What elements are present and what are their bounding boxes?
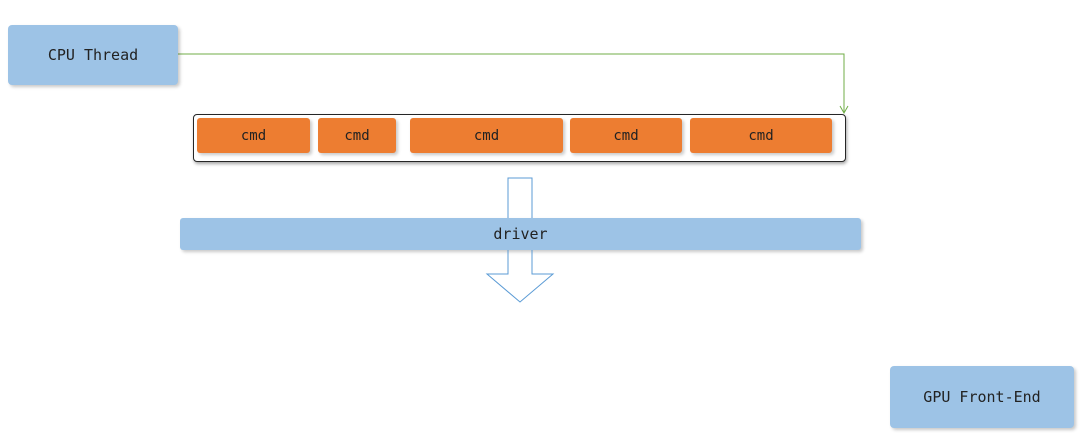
command-label: cmd xyxy=(240,127,267,144)
gpu-front-end-label: GPU Front-End xyxy=(923,388,1041,406)
gpu-front-end-box: GPU Front-End xyxy=(890,366,1074,428)
command-label: cmd xyxy=(613,127,639,144)
command-label: cmd xyxy=(344,127,370,144)
command-block: cmd xyxy=(318,118,396,153)
command-label: cmd xyxy=(473,127,500,144)
driver-bar: driver xyxy=(180,218,861,250)
command-buffer: cmd cmd cmd cmd cmd xyxy=(193,114,846,162)
command-block: cmd xyxy=(197,118,310,153)
cpu-thread-label: CPU Thread xyxy=(47,46,139,64)
cpu-to-queue-connector xyxy=(178,53,845,112)
command-block: cmd xyxy=(690,118,832,153)
command-block: cmd xyxy=(570,118,682,153)
cpu-thread-box: CPU Thread xyxy=(8,25,178,85)
connector-arrowhead xyxy=(839,105,849,115)
driver-label: driver xyxy=(493,225,548,243)
command-block: cmd xyxy=(410,118,563,153)
command-label: cmd xyxy=(748,127,774,144)
